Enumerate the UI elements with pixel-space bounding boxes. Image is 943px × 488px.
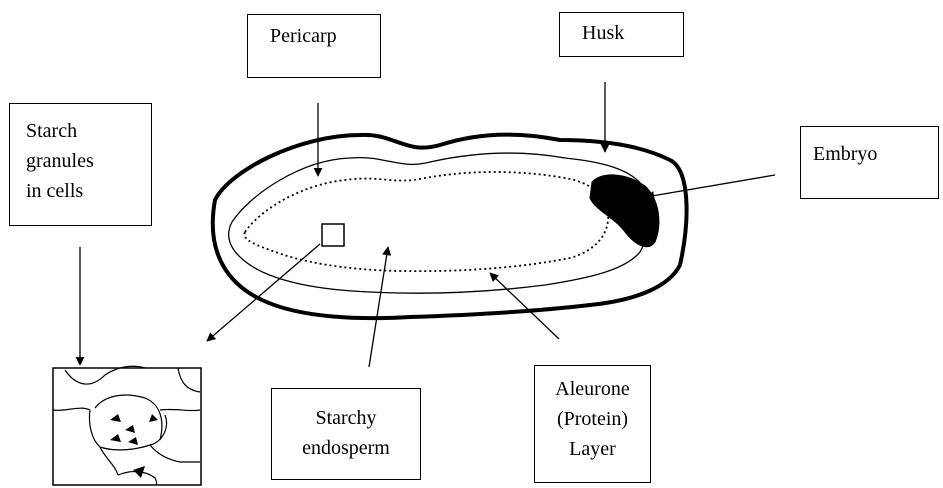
husk-outline xyxy=(213,135,687,319)
arrow-square-to-cells xyxy=(207,244,320,341)
starch-cells-detail xyxy=(53,366,201,485)
aleurone-line-1: Aleurone xyxy=(535,374,650,404)
arrow-endosperm xyxy=(369,247,388,367)
pericarp-outline xyxy=(229,153,649,293)
starch-line-3: in cells xyxy=(26,176,151,206)
embryo-shape xyxy=(590,175,659,247)
endosperm-boundary xyxy=(244,172,608,271)
embryo-text: Embryo xyxy=(813,139,938,169)
arrow-embryo xyxy=(646,175,775,197)
starch-granules-label: Starch granules in cells xyxy=(9,103,152,226)
endosperm-line-1: Starchy xyxy=(272,403,420,433)
pericarp-text: Pericarp xyxy=(270,21,380,51)
husk-label: Husk xyxy=(559,12,684,57)
starch-line-2: granules xyxy=(26,146,151,176)
starch-line-1: Starch xyxy=(26,116,151,146)
husk-text: Husk xyxy=(582,18,683,48)
starchy-endosperm-label: Starchy endosperm xyxy=(271,388,421,480)
pericarp-label: Pericarp xyxy=(247,14,381,78)
aleurone-layer-label: Aleurone (Protein) Layer xyxy=(534,365,651,483)
endosperm-line-2: endosperm xyxy=(272,433,420,463)
aleurone-line-2: (Protein) xyxy=(535,404,650,434)
arrow-aleurone xyxy=(490,273,559,339)
sample-square xyxy=(322,224,344,246)
aleurone-line-3: Layer xyxy=(535,434,650,464)
embryo-label: Embryo xyxy=(800,126,939,199)
